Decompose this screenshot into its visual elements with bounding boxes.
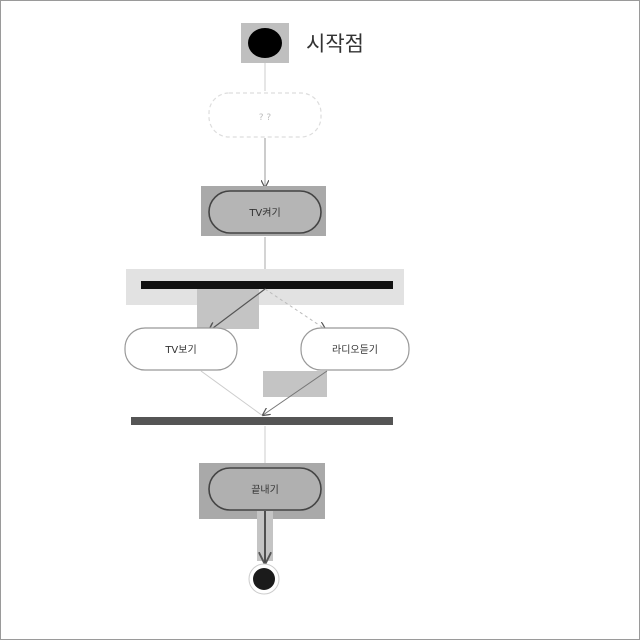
end-node <box>253 568 275 590</box>
action-node-2-label: TV켜기 <box>248 207 280 219</box>
action-node-5-label: 끝내기 <box>251 484 279 496</box>
action-node-3 <box>124 327 238 371</box>
start-label: 시작점 <box>306 32 364 56</box>
flow-radio-to-join <box>263 370 328 415</box>
action-node-4-label: 라디오듣기 <box>332 344 378 356</box>
action-node-5 <box>208 467 322 511</box>
flow-fork-to-tv-watch <box>209 288 266 331</box>
action-node-1 <box>208 92 322 138</box>
action-node-2 <box>208 190 322 234</box>
start-node <box>248 28 282 58</box>
flow-tv-watch-to-join <box>200 370 264 417</box>
action-node-4 <box>300 327 410 371</box>
action-node-3-label: TV보기 <box>164 344 196 356</box>
flow-fork-to-radio <box>264 288 325 329</box>
fork-bar <box>141 281 393 289</box>
action-node-1-label: ? ? <box>259 113 272 123</box>
join-bar <box>131 417 393 425</box>
fork-branch-highlight <box>197 289 259 329</box>
